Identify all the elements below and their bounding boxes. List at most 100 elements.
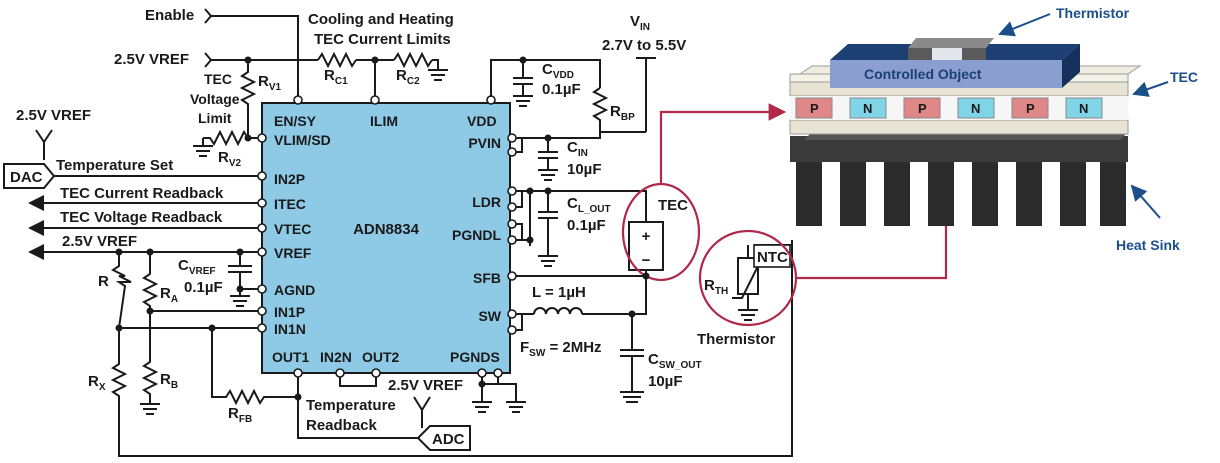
wire-sfb [516, 270, 647, 277]
pin-en-sy: EN/SY [274, 113, 317, 129]
pin-vtec: VTEC [274, 221, 311, 237]
tec-illustration: P N P N P N Controlled Object [789, 38, 1142, 226]
pin-ldr: LDR [472, 194, 501, 210]
wire-vdd [490, 59, 601, 97]
junction [519, 56, 527, 64]
resistor-rb [140, 311, 160, 415]
cin-value: 10µF [567, 161, 602, 178]
vref-in-arrow [204, 52, 213, 68]
heat-sink-fin [1100, 162, 1126, 226]
thermistor-slash [732, 253, 765, 299]
pin-dot-in2p [257, 171, 267, 181]
cvref-label: CVREF [178, 257, 216, 277]
pellet-p [795, 97, 833, 119]
pin-out2: OUT2 [362, 349, 400, 365]
heat-sink-fin [840, 162, 866, 226]
cswout-value: 10µF [648, 373, 683, 390]
pin-dot-sw [507, 309, 517, 319]
controlled-object-label: Controlled Object [864, 66, 982, 82]
heat-sink-fin [884, 162, 910, 226]
controlled-object-side [1062, 44, 1080, 88]
vref-in-label: 2.5V VREF [114, 51, 189, 68]
pin-dot-itec [257, 198, 267, 208]
current-limits-label-1: Cooling and Heating [308, 11, 454, 28]
cvref-value: 0.1µF [184, 279, 223, 296]
illustration-heat-sink-label: Heat Sink [1116, 237, 1180, 253]
junction [642, 272, 650, 280]
tec-label: TEC [658, 197, 688, 214]
pellet-label: N [1079, 101, 1088, 116]
controlled-object [830, 60, 1062, 88]
ntc-label: NTC [757, 249, 788, 266]
pin-dot-vlim [257, 133, 267, 143]
pin-dot-ilim [370, 95, 380, 105]
vin-rail [636, 57, 656, 132]
rb-label: RB [160, 371, 178, 391]
rth-label: RTH [704, 277, 728, 297]
enable-label: Enable [145, 7, 194, 24]
pellet-label: P [810, 101, 819, 116]
ra-label: RA [160, 285, 178, 305]
pin-dot-pgnds [477, 368, 487, 378]
pin-dot-in1n [257, 323, 267, 333]
rc2-label: RC2 [396, 67, 420, 87]
pellet-p [903, 97, 941, 119]
adc-label: ADC [432, 431, 465, 448]
pin-sfb: SFB [473, 270, 501, 286]
resistor-rc1 [317, 51, 357, 69]
pin-dot-pvin-2 [507, 147, 517, 157]
ground-rc2 [428, 69, 448, 81]
vref-dac-arrow [35, 129, 53, 160]
tec-element [628, 221, 664, 271]
tec-current-readback-label: TEC Current Readback [60, 185, 224, 202]
tec-link-line [659, 103, 787, 184]
wire-pgnds [472, 377, 526, 413]
temperature-readback-2: Readback [306, 417, 378, 434]
pin-itec: ITEC [274, 196, 306, 212]
resistor-r [111, 252, 258, 329]
enable-arrow [204, 8, 213, 24]
vref-top-left-label: 2.5V VREF [16, 107, 91, 124]
heat-sink-fin [1016, 162, 1042, 226]
pellet-n [1065, 97, 1103, 119]
clout-label: CL_OUT [567, 195, 611, 215]
pin-in2p: IN2P [274, 171, 305, 187]
pin-dot-pvin [507, 133, 517, 143]
cvdd-value: 0.1µF [542, 81, 581, 98]
pin-in1n: IN1N [274, 321, 306, 337]
thermistor-top [908, 38, 994, 48]
pin-in2n: IN2N [320, 349, 352, 365]
clout-value: 0.1µF [567, 217, 606, 234]
heat-sink-fin [972, 162, 998, 226]
wire-sw-sfb [632, 276, 647, 315]
resistor-rx [110, 240, 793, 457]
pin-ilim: ILIM [370, 113, 398, 129]
pellet-p [1011, 97, 1049, 119]
junction [544, 134, 552, 142]
pin-dot-vdd [486, 95, 496, 105]
pin-dot-sw-2 [507, 325, 517, 335]
thermistor-center [932, 48, 962, 60]
rx-label: RX [88, 373, 106, 393]
pellet-n [957, 97, 995, 119]
rbp-label: RBP [610, 103, 635, 123]
temperature-readback-1: Temperature [306, 397, 396, 414]
rv1-label: RV1 [258, 73, 282, 93]
tec-voltage-limit-1: TEC [204, 71, 232, 87]
pin-pgnds: PGNDS [450, 349, 500, 365]
cin-label: CIN [567, 139, 588, 159]
heat-sink-base [790, 136, 1128, 162]
junction [478, 380, 486, 388]
inductor-label: L = 1µH [532, 284, 586, 301]
pin-out1: OUT1 [272, 349, 310, 365]
resistor-rbp [591, 87, 646, 133]
illustration-thermistor-label: Thermistor [1056, 5, 1130, 21]
cvdd-label: CVDD [542, 61, 574, 81]
tec-plus: + [642, 228, 651, 245]
pin-dot-vref [257, 247, 267, 257]
fsw-label: FSW = 2MHz [520, 339, 602, 359]
illustration-tec-label: TEC [1170, 69, 1198, 85]
dac-label: DAC [10, 169, 43, 186]
tec-voltage-readback-label: TEC Voltage Readback [60, 209, 223, 226]
capacitor-cvdd [513, 60, 533, 107]
